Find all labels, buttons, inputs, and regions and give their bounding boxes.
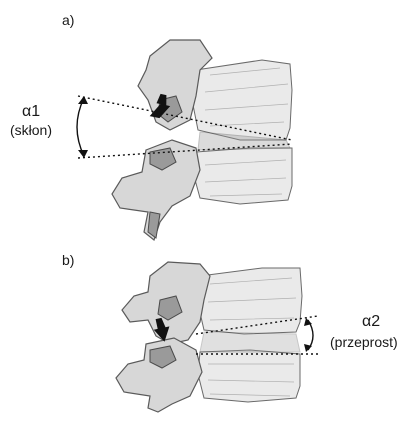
- panel-a-angle-arc: [77, 98, 84, 156]
- panel-a-label: a): [62, 12, 74, 28]
- panel-a-motion-label: (skłon): [10, 122, 52, 138]
- panel-b-vertebrae: [116, 262, 302, 412]
- panel-a-angle-label: α1: [22, 104, 40, 120]
- panel-b-label: b): [62, 252, 74, 268]
- panel-a-vertebrae: [112, 40, 292, 240]
- panel-b-angle-label: α2: [362, 314, 380, 330]
- panel-a-lower-vertebral-body: [194, 148, 292, 204]
- panel-b-upper-vertebral-body: [198, 268, 302, 334]
- panel-b-motion-label: (przeprost): [330, 334, 398, 350]
